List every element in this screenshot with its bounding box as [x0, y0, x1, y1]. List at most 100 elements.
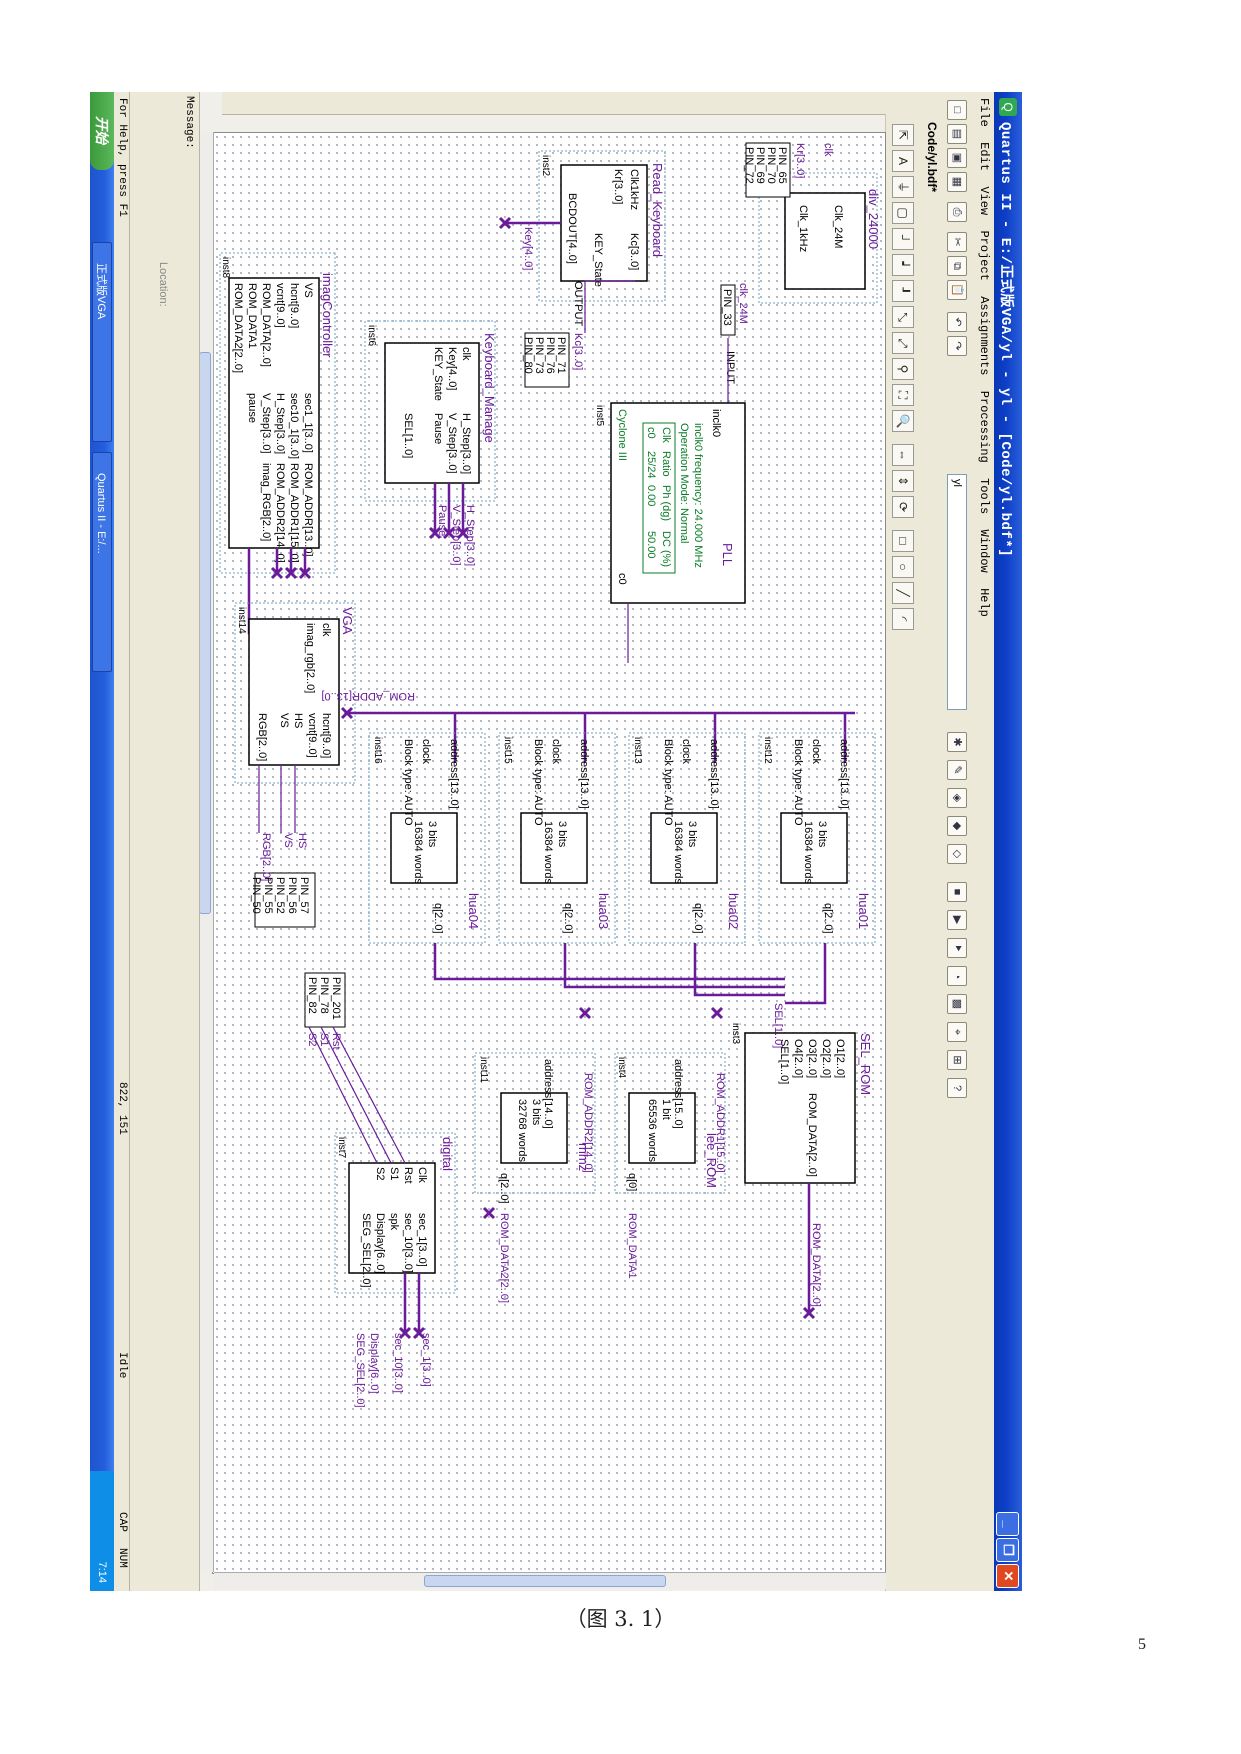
bus-end-marker-10 [412, 1326, 426, 1340]
save-all-icon[interactable]: ▦ [947, 172, 967, 192]
imag-in-sec10: sec10_1[3..0] [288, 393, 300, 459]
menu-window[interactable]: Window [977, 529, 991, 573]
close-button[interactable]: ✕ [996, 1564, 1019, 1588]
symbol-tool-icon[interactable]: ⏚ [892, 176, 914, 198]
horizontal-scroll-thumb[interactable] [199, 352, 211, 914]
stop-icon[interactable]: ■ [947, 882, 967, 902]
document-tab[interactable]: Code/yl.bdf* [922, 114, 942, 1591]
rom-q-3: q[2..0] [562, 903, 574, 934]
paste-icon[interactable]: 📋 [947, 280, 967, 300]
menu-view[interactable]: View [977, 186, 991, 216]
arc-tool-icon[interactable]: ◜ [892, 608, 914, 630]
vertical-scrollbar[interactable] [214, 1572, 886, 1589]
selrom-name: SEL_ROM [858, 1033, 873, 1095]
rotate-icon[interactable]: ⟳ [892, 496, 914, 518]
menu-file[interactable]: File [977, 98, 991, 127]
help-icon[interactable]: ? [947, 1078, 967, 1098]
menu-help[interactable]: Help [977, 588, 991, 617]
div-block[interactable] [784, 192, 866, 290]
imag-in-vs: VS [302, 283, 314, 298]
menu-tools[interactable]: Tools [977, 478, 991, 515]
cut-icon[interactable]: ✂ [947, 232, 967, 252]
selection-tool-icon[interactable]: ⇱ [892, 124, 914, 146]
vertical-scroll-thumb[interactable] [424, 1575, 666, 1587]
open-file-icon[interactable]: ▤ [947, 124, 967, 144]
rectangle-tool-icon[interactable]: □ [892, 530, 914, 552]
full-screen-icon[interactable]: ⛶ [892, 384, 914, 406]
pencil-icon[interactable]: ✎ [947, 760, 967, 780]
timing-icon[interactable]: ◔ [947, 966, 967, 986]
compile-icon[interactable]: ◈ [947, 788, 967, 808]
conduit-icon[interactable]: ┚ [892, 280, 914, 302]
km-block[interactable] [384, 342, 480, 484]
menu-project[interactable]: Project [977, 230, 991, 281]
vga-block[interactable] [248, 618, 340, 766]
project-combo[interactable]: yl [947, 474, 967, 710]
digital-sec1-label: sec_1[3..0] [420, 1333, 432, 1387]
kb-inst: inst2 [540, 155, 551, 177]
task-folder[interactable]: 正式版VGA [92, 242, 112, 442]
rom-type-3: Block type: AUTO [532, 739, 544, 826]
digital-out2: sec_10[3..0] [402, 1213, 414, 1273]
partial-line-icon[interactable]: ⤢ [892, 332, 914, 354]
start-compile-icon[interactable]: ▶ [947, 910, 967, 930]
rom-block-4 [390, 812, 458, 884]
start-button[interactable]: 开始 [90, 92, 114, 170]
selrom-out-label: ROM_DATA[2..0] [810, 1223, 822, 1307]
orthogonal-bus-icon[interactable]: ┙ [892, 254, 914, 276]
orthogonal-node-icon[interactable]: ┘ [892, 228, 914, 250]
synthesis-icon[interactable]: ◇ [947, 844, 967, 864]
menu-edit[interactable]: Edit [977, 142, 991, 171]
menu-processing[interactable]: Processing [977, 390, 991, 463]
digital-out3: spk [388, 1213, 400, 1231]
menu-assignments[interactable]: Assignments [977, 296, 991, 376]
redo-icon[interactable]: ↷ [947, 336, 967, 356]
programmer-icon[interactable]: ⌖ [947, 1022, 967, 1042]
horizontal-scrollbar[interactable] [199, 132, 214, 1572]
location-field[interactable]: Location: [157, 262, 169, 307]
digital-inst: inst7 [336, 1137, 347, 1159]
block-editor-toolbar: ⇱ A ⏚ ▢ ┘ ┙ ┚ ⤡ ⤢ ⚲ ⛶ 🔍 ⇔ ⇕ ⟳ □ ○ ╱ ◜ [885, 114, 922, 1591]
digital-display-label: Display[6..0] [368, 1333, 380, 1394]
vga-pin-box [254, 872, 316, 928]
zoom-icon[interactable]: ⚲ [892, 358, 914, 380]
flip-vertical-icon[interactable]: ⇕ [892, 470, 914, 492]
minimize-button[interactable]: _ [996, 1512, 1019, 1536]
undo-icon[interactable]: ↶ [947, 312, 967, 332]
copy-icon[interactable]: ⧉ [947, 256, 967, 276]
rom-addr-4: address[13..0] [448, 739, 460, 809]
rtl-viewer-icon[interactable]: ⊞ [947, 1050, 967, 1070]
save-icon[interactable]: ▣ [947, 148, 967, 168]
project-navigator-collapsed [222, 92, 942, 115]
selrom-block[interactable] [744, 1032, 856, 1184]
settings-icon[interactable]: ✱ [947, 732, 967, 752]
line-tool-icon[interactable]: ╱ [892, 582, 914, 604]
oval-tool-icon[interactable]: ○ [892, 556, 914, 578]
new-file-icon[interactable]: □ [947, 100, 967, 120]
rubberband-icon[interactable]: ⤡ [892, 306, 914, 328]
flip-horizontal-icon[interactable]: ⇔ [892, 444, 914, 466]
restore-button[interactable]: ❐ [996, 1538, 1019, 1562]
mmz-block[interactable] [500, 1092, 568, 1164]
selrom-in4: O4[2..0] [792, 1039, 804, 1078]
kr-pin-4: PIN_72 [743, 147, 755, 184]
chip-planner-icon[interactable]: ▩ [947, 994, 967, 1014]
vga-out-hs: HS [292, 713, 304, 728]
text-tool-icon[interactable]: A [892, 150, 914, 172]
block-tool-icon[interactable]: ▢ [892, 202, 914, 224]
schematic-canvas[interactable]: .blk{fill:#fff;stroke:#000;stroke-width:… [212, 132, 886, 1574]
digital-in-wires [308, 1026, 406, 1164]
analysis-icon[interactable]: ◆ [947, 816, 967, 836]
lee-block[interactable] [628, 1092, 696, 1164]
rom-bits-2: 3 bits [686, 821, 698, 848]
print-icon[interactable]: ⎙ [947, 202, 967, 222]
rom-bits-3: 3 bits [556, 821, 568, 848]
km-hstep: H_Step[3..0] [464, 505, 476, 566]
find-icon[interactable]: 🔍 [892, 410, 914, 432]
task-quartus[interactable]: Quartus II - E:/... [92, 452, 112, 672]
imag-inst: inst8 [220, 257, 231, 279]
fitter-icon[interactable]: ⯈ [947, 938, 967, 958]
imag-block[interactable] [228, 277, 320, 549]
digital-block[interactable] [348, 1162, 436, 1274]
